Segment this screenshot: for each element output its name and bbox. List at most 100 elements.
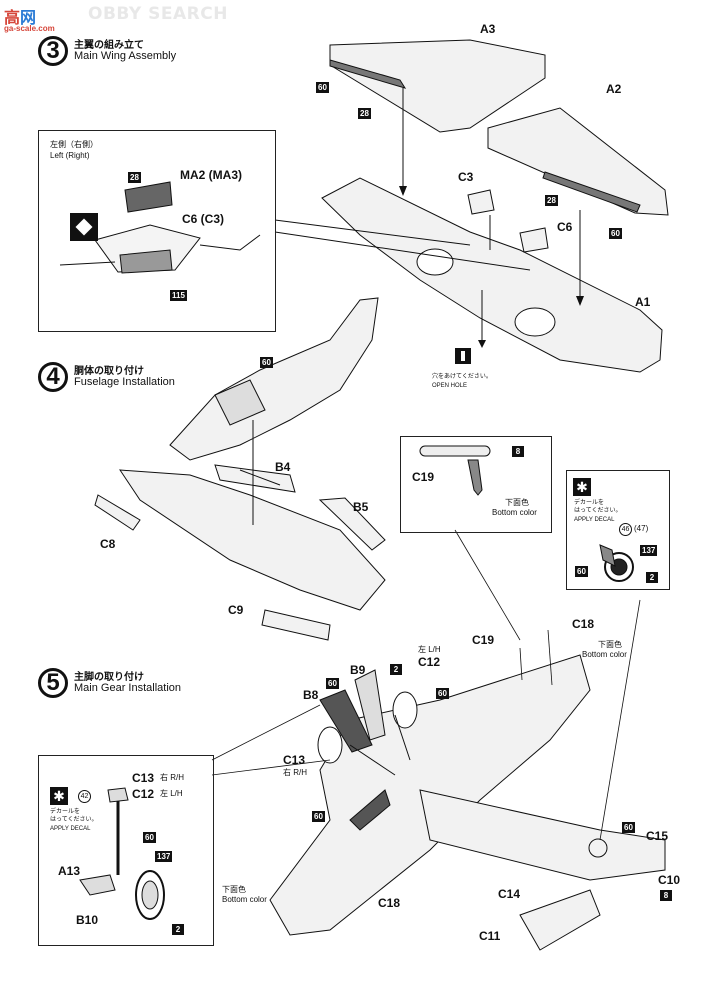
inset-step3-panel	[38, 130, 276, 332]
part-c18-label-top: C18	[572, 617, 595, 631]
drill-icon	[455, 348, 471, 364]
paint-60-fuselage: 60	[260, 357, 273, 368]
paint-60-a2: 60	[609, 228, 622, 239]
decal-apply-jp1: デカールを	[574, 500, 605, 506]
part-c9-shape	[261, 609, 331, 641]
decal-paint-137: 137	[640, 545, 658, 556]
inset-gear-paint-2: 2	[172, 924, 184, 935]
paint-28-a3: 28	[358, 108, 371, 119]
part-c6-label: C6	[557, 220, 573, 234]
decal-apply-en: APPLY DECAL	[574, 517, 615, 523]
inset-gear-a13: A13	[58, 864, 81, 878]
decal-apply-jp2: はってください。	[574, 508, 622, 514]
lower-wing	[119, 469, 386, 611]
paint-2-gear: 2	[390, 664, 402, 675]
inset-c19-color-en: Bottom color	[492, 508, 537, 517]
decal-marker-icon	[70, 213, 98, 241]
inset-gear-decal-42: 42	[78, 790, 91, 803]
part-c13-label: C13	[283, 753, 306, 767]
tail-paint-60: 60	[622, 822, 635, 833]
paint-60-gear-c: 60	[312, 811, 325, 822]
step-3-title-en: Main Wing Assembly	[74, 50, 177, 62]
decal-paint-2: 2	[646, 572, 658, 583]
inset-gear-apply-jp1: デカールを	[50, 809, 81, 815]
wing-a2	[487, 107, 669, 216]
inset-gear-paint-137: 137	[155, 851, 173, 862]
bottom-color-jp-low: 下面色	[222, 885, 246, 894]
inset-c19-panel	[400, 436, 552, 533]
star-icon: ✱	[573, 478, 591, 496]
fuselage-body	[169, 297, 379, 461]
step-4-title-en: Fuselage Installation	[74, 376, 175, 388]
inset-gear-c12: C12	[132, 787, 155, 801]
step-5-title-en: Main Gear Installation	[74, 682, 181, 694]
watermark-url: ga-scale.com	[4, 24, 55, 33]
part-c15-label: C15	[646, 829, 669, 843]
tail-paint-8: 8	[660, 890, 672, 901]
step-5-title-jp: 主脚の取り付け	[74, 672, 144, 683]
inset-decal-panel	[566, 470, 670, 590]
paint-60-gear-a: 60	[326, 678, 339, 689]
paint-60-gear-b: 60	[436, 688, 449, 699]
step-3-title-jp: 主翼の組み立て	[74, 40, 144, 51]
inset3-side-en: Left (Right)	[50, 151, 90, 160]
star-icon-gear: ✱	[50, 787, 68, 805]
bottom-color-en-top: Bottom color	[582, 650, 627, 659]
decal-47: (47)	[634, 524, 649, 533]
inset3-part-c: C6 (C3)	[182, 212, 225, 226]
part-b9-label: B9	[350, 663, 366, 677]
lh-label: 左 L/H	[418, 645, 441, 654]
part-c8-shape	[94, 494, 141, 531]
inset3-paint-115: 115	[170, 290, 187, 301]
bottom-color-en-low: Bottom color	[222, 895, 267, 904]
part-c11-shape	[519, 889, 601, 951]
paint-28-a2: 28	[545, 195, 558, 206]
bottom-color-jp-top: 下面色	[598, 640, 622, 649]
part-c11-label: C11	[479, 929, 501, 943]
part-c3-label: C3	[458, 170, 474, 184]
wing-a3	[329, 39, 546, 133]
part-c3-shape	[467, 189, 495, 215]
inset-gear-panel	[38, 755, 214, 946]
watermark-logo-cn: 高网	[4, 10, 37, 27]
inset3-paint-28: 28	[128, 172, 141, 183]
open-hole-en: OPEN HOLE	[432, 383, 468, 389]
inset3-part-ma: MA2 (MA3)	[180, 168, 242, 182]
part-c6-shape	[519, 227, 549, 253]
inset-gear-c12-side: 左 L/H	[160, 789, 183, 798]
inset-c19-paint-8: 8	[512, 446, 524, 457]
part-b4-shape	[214, 464, 296, 493]
inset-gear-b10: B10	[76, 913, 99, 927]
wing-a1	[321, 177, 663, 373]
part-a1-label: A1	[635, 295, 651, 309]
part-c10-label: C10	[658, 873, 681, 887]
decal-paint-60: 60	[575, 566, 588, 577]
open-hole-jp: 穴をあけてください。	[432, 374, 492, 380]
inset-gear-apply-en: APPLY DECAL	[50, 826, 91, 832]
inset-gear-paint-60: 60	[143, 832, 156, 843]
inset3-side-jp: 左側（右側）	[50, 140, 98, 149]
paint-60-a3: 60	[316, 82, 329, 93]
inset-gear-apply-jp2: はってください。	[50, 817, 98, 823]
rh-label: 右 R/H	[283, 768, 307, 777]
part-b5-shape	[318, 497, 386, 551]
step-5-number: 5	[38, 668, 68, 698]
part-c12-label: C12	[418, 655, 441, 669]
step-4-number: 4	[38, 362, 68, 392]
part-b8-label: B8	[303, 688, 319, 702]
decal-46: 46	[619, 523, 632, 536]
inset-c19-part: C19	[412, 470, 435, 484]
part-c14-label: C14	[498, 887, 521, 901]
part-c19-label: C19	[472, 633, 495, 647]
inset-gear-c13-side: 右 R/H	[160, 773, 184, 782]
part-a3-label: A3	[480, 22, 496, 36]
inset-c19-color-jp: 下面色	[505, 498, 529, 507]
part-c9-label: C9	[228, 603, 244, 617]
part-b5-label: B5	[353, 500, 369, 514]
watermark-brand: OBBY SEARCH	[88, 4, 228, 24]
part-c8-label: C8	[100, 537, 116, 551]
inset-gear-c13: C13	[132, 771, 155, 785]
part-a2-label: A2	[606, 82, 622, 96]
part-c18-label-low: C18	[378, 896, 401, 910]
